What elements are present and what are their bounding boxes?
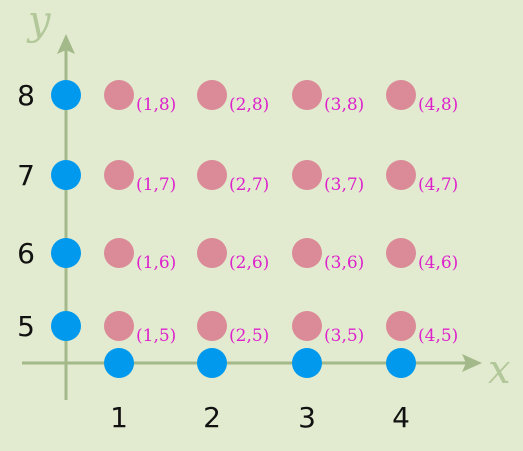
pair-point: [386, 80, 416, 110]
y-tick-label: 7: [17, 159, 35, 192]
pair-point: [292, 80, 322, 110]
pair-point: [386, 311, 416, 341]
pair-point: [197, 160, 227, 190]
x-axis-label: x: [488, 347, 511, 393]
y-tick-label: 8: [17, 79, 35, 112]
y-axis-label: y: [26, 0, 52, 44]
x-axis-dot-3: [292, 348, 322, 378]
pair-label: (3,6): [324, 253, 364, 273]
pair-point: [197, 238, 227, 268]
pair-label: (1,5): [136, 326, 176, 346]
y-axis-arrowhead: [57, 34, 75, 54]
y-axis-dot-7: [51, 160, 81, 190]
pair-point: [197, 311, 227, 341]
pair-label: (1,7): [136, 175, 176, 195]
y-tick-label: 5: [17, 310, 35, 343]
pair-label: (1,8): [136, 95, 176, 115]
pair-label: (2,5): [229, 326, 269, 346]
y-axis-dot-8: [51, 80, 81, 110]
y-axis-dot-5: [51, 311, 81, 341]
pair-point: [104, 80, 134, 110]
pair-label: (4,5): [418, 326, 458, 346]
x-tick-label: 3: [298, 401, 316, 434]
x-axis-dot-4: [386, 348, 416, 378]
y-axis-dot-6: [51, 238, 81, 268]
pair-point: [197, 80, 227, 110]
pair-label: (2,6): [229, 253, 269, 273]
pair-label: (2,8): [229, 95, 269, 115]
pair-point: [292, 238, 322, 268]
x-axis-dot-1: [104, 348, 134, 378]
pair-point: [292, 160, 322, 190]
pair-point: [104, 238, 134, 268]
pair-point: [386, 160, 416, 190]
x-axis-dot-2: [197, 348, 227, 378]
pair-label: (3,8): [324, 95, 364, 115]
x-axis-arrowhead: [462, 354, 482, 372]
pair-label: (4,8): [418, 95, 458, 115]
x-tick-label: 1: [110, 401, 128, 434]
x-tick-label: 4: [392, 401, 410, 434]
pair-point: [104, 311, 134, 341]
pair-point: [386, 238, 416, 268]
pair-point: [292, 311, 322, 341]
ordered-pairs: (1,5) (2,5) (3,5) (4,5) (1,6) (2,6) (3,6) (4,6)…: [104, 80, 458, 346]
pair-label: (3,5): [324, 326, 364, 346]
axis-ticks: 1 2 3 4 5 6 7 8: [17, 79, 416, 434]
pair-label: (3,7): [324, 175, 364, 195]
pair-label: (4,6): [418, 253, 458, 273]
y-tick-label: 6: [17, 237, 35, 270]
pair-label: (1,6): [136, 253, 176, 273]
pair-label: (2,7): [229, 175, 269, 195]
pair-label: (4,7): [418, 175, 458, 195]
x-tick-label: 2: [203, 401, 221, 434]
pair-point: [104, 160, 134, 190]
